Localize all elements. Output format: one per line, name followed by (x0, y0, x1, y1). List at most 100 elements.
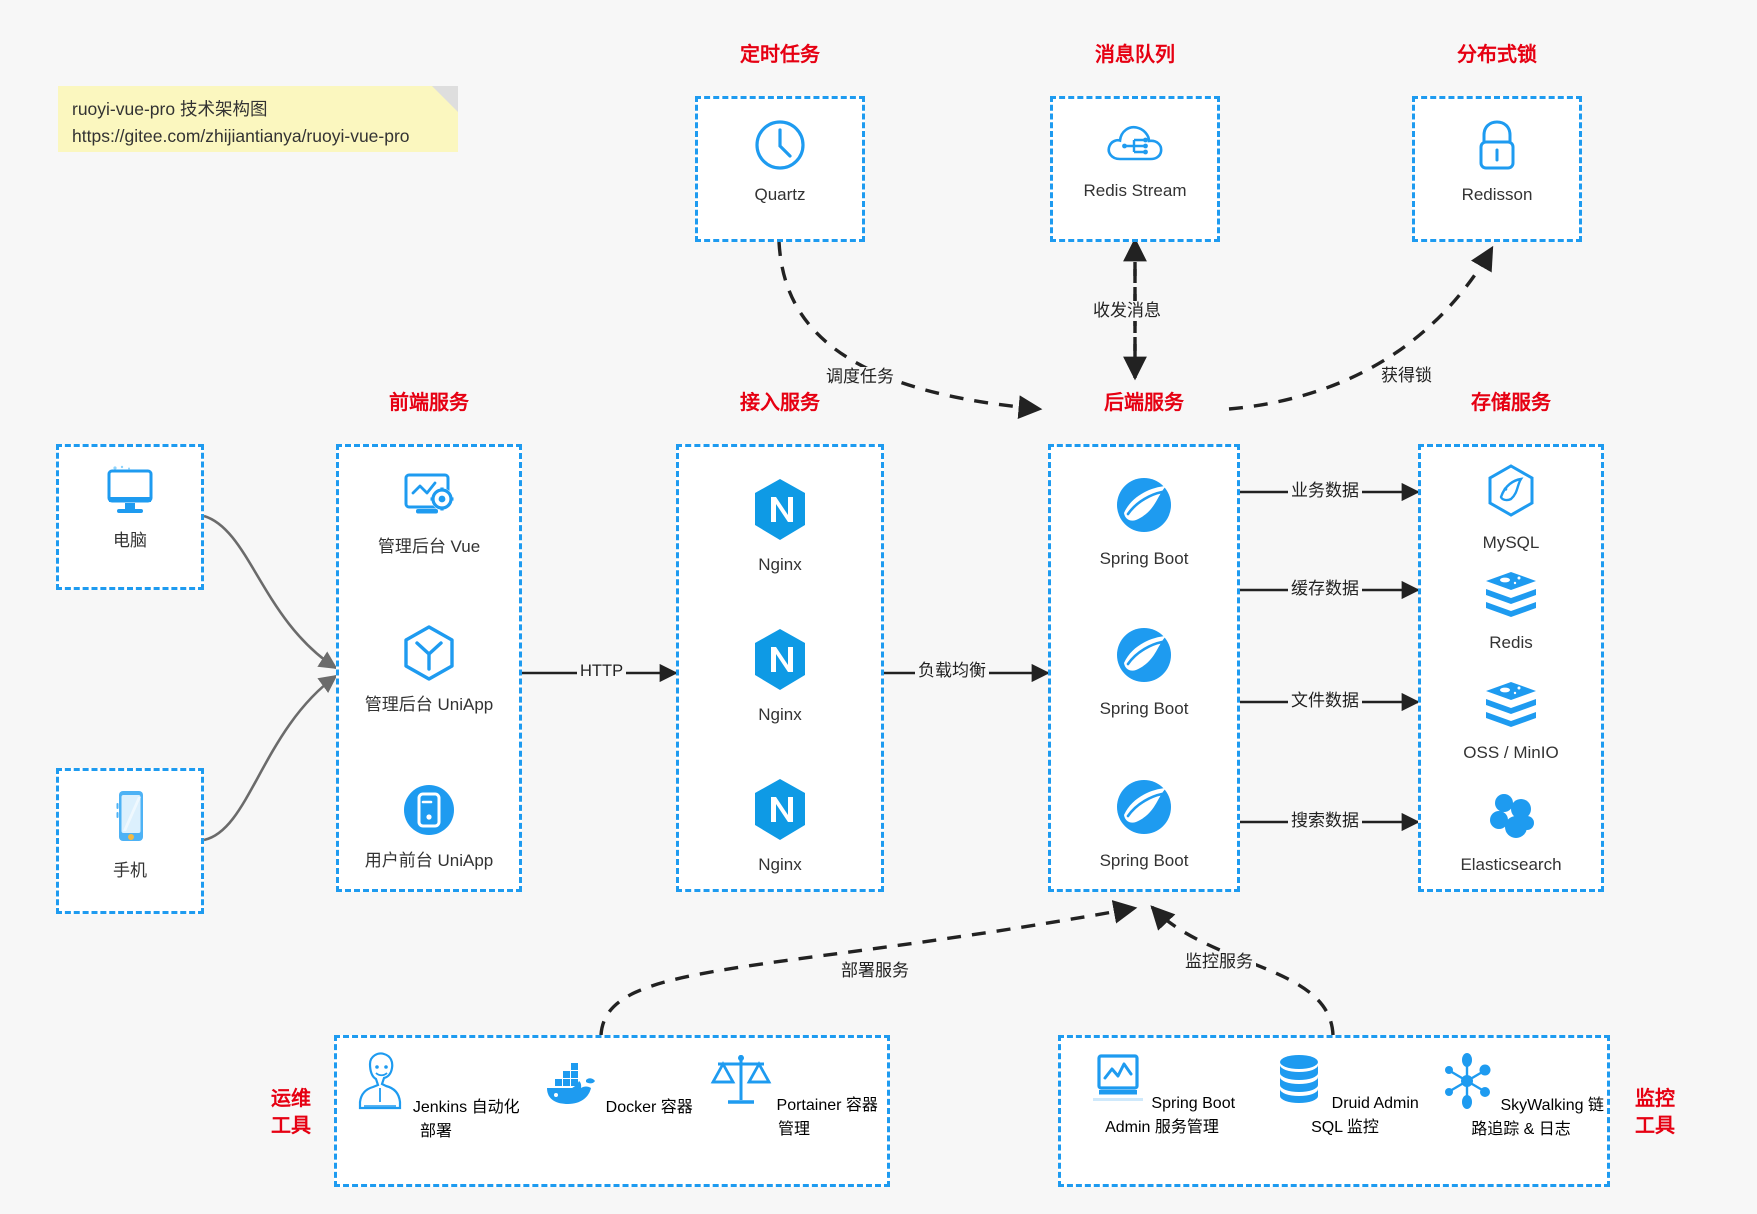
devops-title-line1: 运维 (271, 1088, 311, 1110)
group-title-monitoring: 监控 工具 (1622, 1086, 1688, 1140)
node-sublabel: 容器 (660, 1099, 693, 1116)
oss-icon (1421, 679, 1601, 736)
monitoring-title-line1: 监控 (1635, 1088, 1675, 1110)
spring-boot-icon (1051, 623, 1237, 692)
edge-label-monitor-service: 监控服务 (1182, 952, 1256, 973)
node-label: Docker (605, 1099, 657, 1116)
cube-icon (339, 623, 519, 688)
edge-label-load-balance: 负载均衡 (915, 661, 989, 682)
node-user-uniapp[interactable]: 用户前台 UniApp (339, 781, 519, 872)
node-redis[interactable]: Redis (1421, 569, 1601, 654)
node-jenkins[interactable]: Jenkins 自动化部署 (347, 1050, 525, 1141)
app-circle-icon (339, 781, 519, 844)
spring-boot-icon (1051, 473, 1237, 542)
group-title-storage: 存储服务 (1471, 392, 1551, 414)
node-sublabel: 自动化部署 (419, 1099, 520, 1140)
node-label: Nginx (758, 855, 802, 874)
node-label: Spring Boot (1099, 549, 1189, 568)
edge-label-file-data: 文件数据 (1288, 691, 1362, 712)
node-admin-vue[interactable]: 管理后台 Vue (339, 469, 519, 558)
node-spring-boot-1[interactable]: Spring Boot (1051, 473, 1237, 570)
node-druid-admin[interactable]: Druid Admin SQL 监控 (1257, 1052, 1433, 1137)
node-label: Elasticsearch (1460, 855, 1562, 874)
edge-label-http: HTTP (577, 662, 627, 682)
group-client-desktop: 电脑 (56, 444, 204, 590)
node-sublabel: SQL 监控 (1311, 1119, 1379, 1136)
edge-label-cache-data: 缓存数据 (1288, 579, 1362, 600)
node-portainer[interactable]: Portainer 容器管理 (705, 1050, 883, 1139)
nginx-icon (679, 627, 881, 698)
node-docker[interactable]: Docker 容器 (527, 1050, 705, 1117)
group-title-backend: 后端服务 (1104, 392, 1184, 414)
node-quartz[interactable]: Quartz (698, 117, 862, 206)
node-label: Spring Boot (1099, 699, 1189, 718)
redis-icon (1421, 569, 1601, 626)
group-title-frontend: 前端服务 (389, 392, 469, 414)
cloud-stream-icon (1053, 119, 1217, 174)
mysql-icon (1421, 463, 1601, 526)
node-label: Druid Admin (1331, 1095, 1419, 1112)
skywalking-icon (1438, 1053, 1500, 1114)
nginx-icon (679, 477, 881, 548)
note-line-title: ruoyi-vue-pro 技术架构图 (72, 99, 268, 119)
sticky-note: ruoyi-vue-pro 技术架构图 https://gitee.com/zh… (58, 86, 458, 152)
note-fold-corner (432, 86, 458, 112)
node-label: 手机 (113, 861, 147, 880)
desktop-icon (59, 465, 201, 524)
node-elasticsearch[interactable]: Elasticsearch (1421, 789, 1601, 876)
edge-label-business-data: 业务数据 (1288, 481, 1362, 502)
clock-icon (698, 117, 862, 178)
node-label: Redis Stream (1083, 181, 1187, 200)
node-label: Redis (1489, 633, 1533, 652)
edge-label-acquire-lock: 获得锁 (1378, 366, 1435, 387)
note-line-url: https://gitee.com/zhijiantianya/ruoyi-vu… (72, 126, 410, 147)
node-nginx-1[interactable]: Nginx (679, 477, 881, 576)
jenkins-icon (352, 1052, 412, 1116)
node-label: Redisson (1461, 185, 1533, 204)
node-label: MySQL (1482, 533, 1540, 552)
node-redis-stream[interactable]: Redis Stream (1053, 119, 1217, 202)
monitor-chart-icon (1089, 1054, 1151, 1112)
group-devops: Jenkins 自动化部署 Docker 容器 (334, 1035, 890, 1187)
node-sublabel: 链路追踪 & 日志 (1471, 1097, 1604, 1138)
node-skywalking[interactable]: SkyWalking 链路追踪 & 日志 (1431, 1052, 1611, 1139)
node-redisson[interactable]: Redisson (1415, 117, 1579, 206)
node-label: Jenkins (412, 1099, 468, 1116)
node-nginx-3[interactable]: Nginx (679, 777, 881, 876)
edge-label-deploy-service: 部署服务 (838, 961, 912, 982)
node-nginx-2[interactable]: Nginx (679, 627, 881, 726)
node-label: 电脑 (113, 531, 147, 550)
group-title-gateway: 接入服务 (740, 392, 820, 414)
node-label: 管理后台 UniApp (364, 695, 494, 714)
node-mysql[interactable]: MySQL (1421, 463, 1601, 554)
devops-title-line2: 工具 (271, 1115, 311, 1137)
group-monitoring: Spring Boot Admin 服务管理 Druid Admin SQL 监… (1058, 1035, 1610, 1187)
node-label: OSS / MinIO (1463, 743, 1559, 762)
node-spring-boot-admin[interactable]: Spring Boot Admin 服务管理 (1067, 1052, 1257, 1137)
node-label: Spring Boot (1099, 851, 1189, 870)
node-label: Quartz (754, 185, 806, 204)
node-label: 管理后台 Vue (377, 537, 481, 556)
node-oss-minio[interactable]: OSS / MinIO (1421, 679, 1601, 764)
group-client-mobile: 手机 (56, 768, 204, 914)
database-icon (1271, 1055, 1331, 1112)
edge-label-search-data: 搜索数据 (1288, 811, 1362, 832)
group-distributed-lock: Redisson (1412, 96, 1582, 242)
node-sublabel: 容器管理 (777, 1097, 878, 1138)
dashboard-gear-icon (339, 469, 519, 530)
lock-icon (1415, 117, 1579, 178)
node-desktop[interactable]: 电脑 (59, 465, 201, 552)
node-label: Nginx (758, 555, 802, 574)
node-label: Portainer (776, 1097, 842, 1114)
nginx-icon (679, 777, 881, 848)
spring-boot-icon (1051, 775, 1237, 844)
node-spring-boot-2[interactable]: Spring Boot (1051, 623, 1237, 720)
node-admin-uniapp[interactable]: 管理后台 UniApp (339, 623, 519, 716)
docker-icon (539, 1063, 605, 1116)
group-backend: Spring Boot Spring Boot Spring Boot (1048, 444, 1240, 892)
elasticsearch-icon (1421, 789, 1601, 848)
node-spring-boot-3[interactable]: Spring Boot (1051, 775, 1237, 872)
node-mobile[interactable]: 手机 (59, 787, 201, 882)
group-message-queue: Redis Stream (1050, 96, 1220, 242)
node-sublabel: 服务管理 (1154, 1119, 1219, 1136)
